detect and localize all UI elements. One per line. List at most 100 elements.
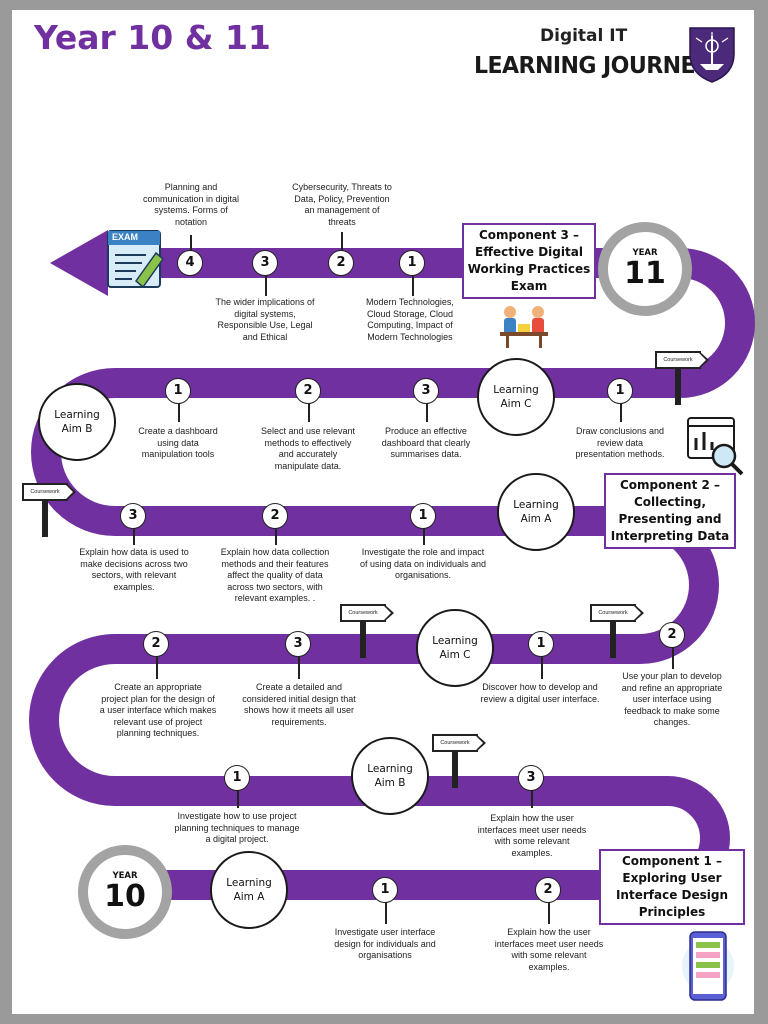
text-line: Select and use relevant [260, 426, 356, 436]
text-line: with some relevant [511, 950, 587, 960]
step-number: 1 [399, 250, 425, 276]
text-line: organisations [358, 950, 412, 960]
text-line: notation [174, 216, 208, 227]
connector-line [275, 529, 277, 545]
text-line: dashboard that clearly [381, 437, 471, 448]
text-line: Modern Technologies, [366, 297, 454, 307]
component-1-line: Interface Design [615, 888, 729, 902]
connector-line [265, 276, 267, 296]
text-line: Create a dashboard [138, 426, 218, 436]
text-line: Investigate how to use project [177, 811, 297, 821]
text-line: across two sectors, with [227, 581, 323, 592]
brand-subtitle: Digital IT [540, 26, 628, 46]
text-line: presentation methods. [575, 449, 665, 459]
text-line: Explain how the user [507, 927, 591, 937]
page-title: Year 10 & 11 [34, 18, 271, 57]
year-11-label: YEAR [632, 248, 658, 258]
step-number: 1 [607, 378, 633, 404]
coursework-sign-label: Coursework [340, 604, 386, 622]
component-2-line: Interpreting Data [610, 529, 730, 543]
text-line: planning techniques. [116, 728, 200, 738]
step-number: 2 [295, 378, 321, 404]
year-10-label: YEAR [112, 871, 138, 881]
connector-line [190, 235, 192, 251]
text-line: Cloud Storage, Cloud [366, 308, 454, 319]
text-line: considered initial design that [242, 693, 356, 704]
component-3-line: Exam [510, 279, 548, 293]
connector-line [672, 645, 674, 669]
component-1-box: Component 1 – Exploring User Interface D… [599, 849, 745, 925]
text-line: relevant use of project [113, 716, 203, 727]
text-line: interfaces meet user needs [477, 824, 587, 835]
text-line: a user interface which makes [99, 705, 217, 715]
aim-line: Aim B [61, 423, 93, 435]
aim-line: Learning [226, 877, 272, 889]
text-line: systems. Forms of [154, 205, 228, 215]
component-3-line: Working Practices [467, 262, 591, 276]
aim-line: Aim B [374, 777, 406, 789]
component-2-line: Collecting, [633, 495, 707, 509]
aim-line: Aim C [439, 649, 471, 661]
component-1-line: Exploring User [622, 871, 722, 885]
aim-line: Aim C [500, 398, 532, 410]
connector-line [133, 529, 135, 545]
step-number: 2 [262, 503, 288, 529]
coursework-sign-label: Coursework [432, 734, 478, 752]
coursework-sign: Coursework [432, 734, 488, 788]
road-arrowhead [50, 230, 108, 296]
step-number: 2 [328, 250, 354, 276]
connector-line [385, 900, 387, 924]
connector-line [237, 786, 239, 808]
text-line: Use your plan to develop [622, 671, 722, 681]
text-line: relevant examples. . [234, 593, 316, 603]
aim-line: Aim A [520, 513, 552, 525]
text-line: Create an appropriate [114, 682, 202, 692]
connector-line [156, 657, 158, 679]
component-3-box: Component 3 – Effective Digital Working … [462, 223, 596, 299]
step-number: 4 [177, 250, 203, 276]
text-line: manipulation tools [141, 449, 215, 459]
text-line: Modern Technologies [367, 331, 453, 342]
team-meeting-icon [500, 306, 548, 348]
text-line: examples. [113, 581, 155, 592]
aim-line: Learning [493, 384, 539, 396]
text-line: Cybersecurity, Threats to [292, 182, 392, 192]
aim-line: Learning [513, 499, 559, 511]
text-line: sectors, with relevant [91, 570, 177, 580]
text-line: using data [157, 437, 199, 448]
brand-title: LEARNING JOURNEY [474, 53, 711, 79]
text-line: Investigate user interface [334, 927, 436, 937]
connector-line [531, 786, 533, 808]
text-line: review a digital user interface. [480, 693, 600, 704]
connector-line [178, 396, 180, 422]
text-line: feedback to make some [624, 705, 720, 716]
text-line: requirements. [271, 716, 327, 727]
text-line: and refine an appropriate [621, 682, 723, 693]
year-11-badge: YEAR 11 [598, 222, 692, 316]
text-line: review data [596, 437, 644, 448]
connector-line [298, 657, 300, 679]
text-line: Data, Policy, Prevention [294, 193, 390, 204]
step-number: 1 [372, 877, 398, 903]
year-10-badge: YEAR 10 [78, 845, 172, 939]
year-11-value: 11 [624, 256, 666, 291]
text-line: Produce an effective [385, 426, 467, 436]
text-line: design for individuals and [334, 938, 436, 949]
connector-line [541, 657, 543, 679]
text-line: Explain how the user [490, 813, 574, 823]
connector-line [426, 396, 428, 422]
text-line: Computing, Impact of [367, 320, 453, 330]
coursework-sign-label: Coursework [590, 604, 636, 622]
